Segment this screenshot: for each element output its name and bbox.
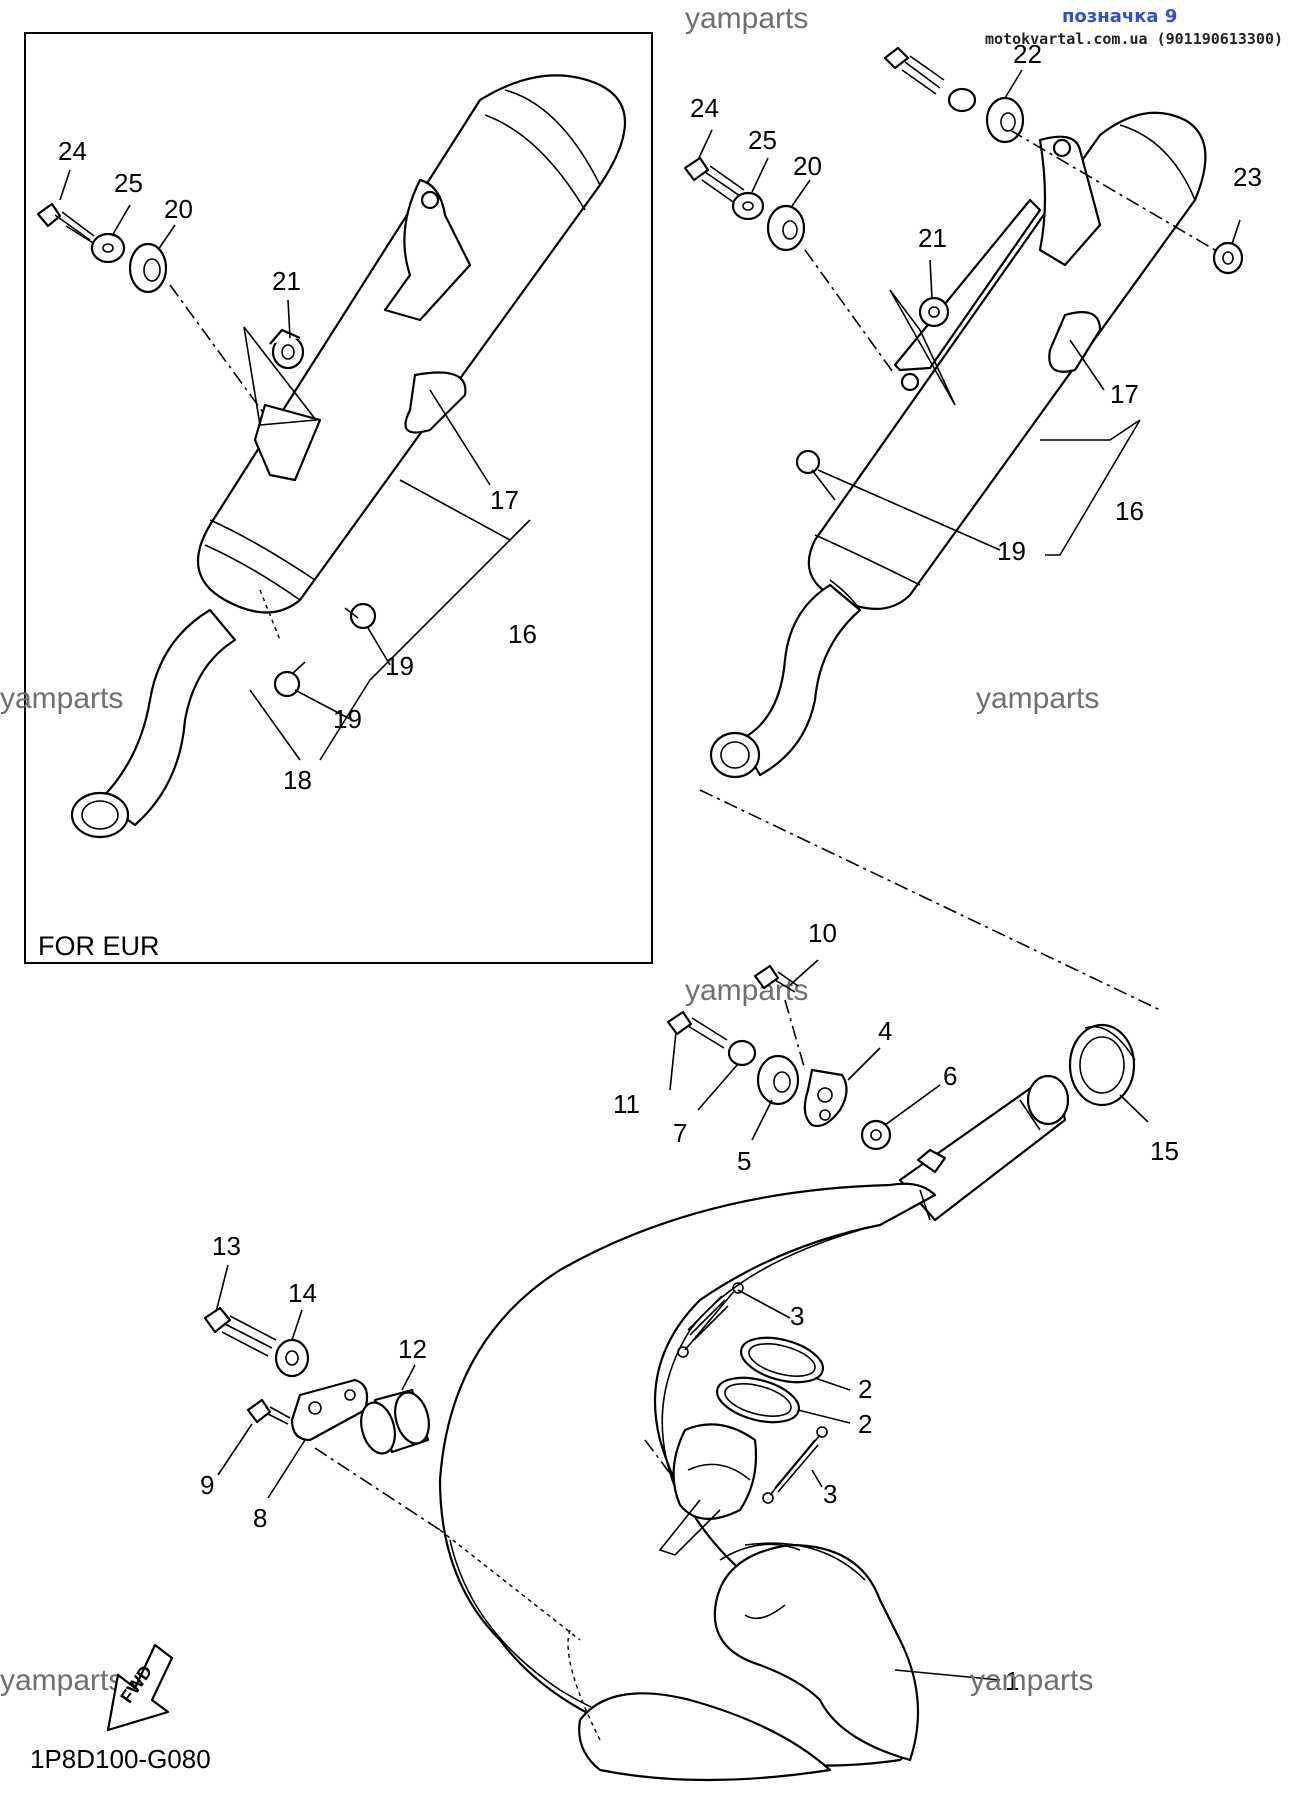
callout-3b: 3 — [823, 1479, 837, 1509]
inset-bolt-24 — [36, 202, 99, 247]
washer-7 — [727, 1039, 757, 1067]
callout-2b: 2 — [858, 1409, 872, 1439]
inset-washer-25 — [90, 232, 126, 264]
inset-muffler — [70, 74, 627, 839]
header-site: motokvartal.com.ua (901190613300) — [985, 30, 1283, 48]
bracket-8 — [290, 1378, 369, 1442]
callout-19b-inset: 19 — [333, 704, 362, 734]
inset-collar-21 — [269, 328, 305, 370]
inset-damper-20 — [128, 242, 168, 294]
silencer-muffler — [709, 111, 1207, 779]
washer-25 — [731, 191, 765, 221]
collar-12 — [360, 1388, 430, 1455]
spring-3a — [677, 1282, 744, 1358]
callout-18-inset: 18 — [283, 765, 312, 795]
callout-24: 24 — [690, 93, 719, 123]
collar-21 — [918, 296, 950, 328]
callout-10: 10 — [808, 918, 837, 948]
callout-6: 6 — [943, 1061, 957, 1091]
joint-15 — [1068, 1023, 1136, 1107]
bolt-9 — [246, 1398, 291, 1425]
callout-17: 17 — [1110, 379, 1139, 409]
callout-23: 23 — [1233, 162, 1262, 192]
fwd-arrow-icon: FWD — [106, 1643, 174, 1732]
bracket-4 — [803, 1068, 848, 1128]
watermark-left: yamparts — [0, 682, 123, 715]
damper-5 — [756, 1054, 800, 1106]
callout-24-inset: 24 — [58, 136, 87, 166]
callout-9: 9 — [200, 1470, 214, 1500]
exhaust-pipe — [438, 1074, 1070, 1782]
collar-23 — [1212, 241, 1244, 275]
callout-25: 25 — [748, 125, 777, 155]
callout-4: 4 — [878, 1016, 892, 1046]
callout-25-inset: 25 — [114, 168, 143, 198]
diagram-code: 1P8D100-G080 — [30, 1744, 211, 1774]
watermark-right: yamparts — [976, 682, 1099, 715]
bolt-24 — [683, 156, 745, 205]
inset-frame — [24, 32, 653, 964]
watermark-bottom-left: yamparts — [0, 1664, 123, 1697]
callout-20: 20 — [793, 151, 822, 181]
collar-6 — [860, 1119, 892, 1151]
seal-2a — [740, 1336, 824, 1384]
bolt-11 — [666, 1010, 728, 1049]
callout-21-inset: 21 — [272, 266, 301, 296]
callout-19: 19 — [997, 536, 1026, 566]
watermark-top: yamparts — [685, 2, 808, 35]
callout-19a-inset: 19 — [385, 651, 414, 681]
callout-13: 13 — [212, 1231, 241, 1261]
watermark-mid: yamparts — [685, 974, 808, 1007]
callout-7: 7 — [673, 1118, 687, 1148]
inset-bolt-19a — [344, 602, 377, 630]
callout-16-inset: 16 — [508, 619, 537, 649]
damper-20 — [766, 204, 806, 252]
bolt-22 — [883, 46, 945, 95]
callout-1: 1 — [1005, 1666, 1019, 1696]
damper-22 — [985, 96, 1025, 144]
washer-14 — [274, 1338, 310, 1378]
callout-15: 15 — [1150, 1136, 1179, 1166]
header-label: позначка 9 — [1062, 6, 1177, 27]
callout-2a: 2 — [858, 1374, 872, 1404]
callout-11: 11 — [613, 1089, 640, 1119]
callout-14: 14 — [288, 1278, 317, 1308]
callout-8: 8 — [253, 1503, 267, 1533]
pipe-socket — [658, 1423, 758, 1556]
bolt-19 — [795, 449, 836, 501]
callout-3a: 3 — [790, 1301, 804, 1331]
bolt-13 — [203, 1306, 277, 1357]
callout-21: 21 — [918, 223, 947, 253]
inset-bolt-19b — [273, 661, 306, 698]
callout-22: 22 — [1013, 39, 1042, 69]
callout-16: 16 — [1115, 496, 1144, 526]
spring-3b — [762, 1426, 828, 1504]
callout-5: 5 — [737, 1146, 751, 1176]
callout-17-inset: 17 — [490, 485, 519, 515]
callout-20-inset: 20 — [164, 194, 193, 224]
callout-12: 12 — [398, 1334, 427, 1364]
watermark-bottom-right: yamparts — [970, 1664, 1093, 1697]
bolt-10 — [753, 964, 799, 993]
inset-label: FOR EUR — [38, 931, 160, 961]
washer-22a — [947, 87, 977, 113]
